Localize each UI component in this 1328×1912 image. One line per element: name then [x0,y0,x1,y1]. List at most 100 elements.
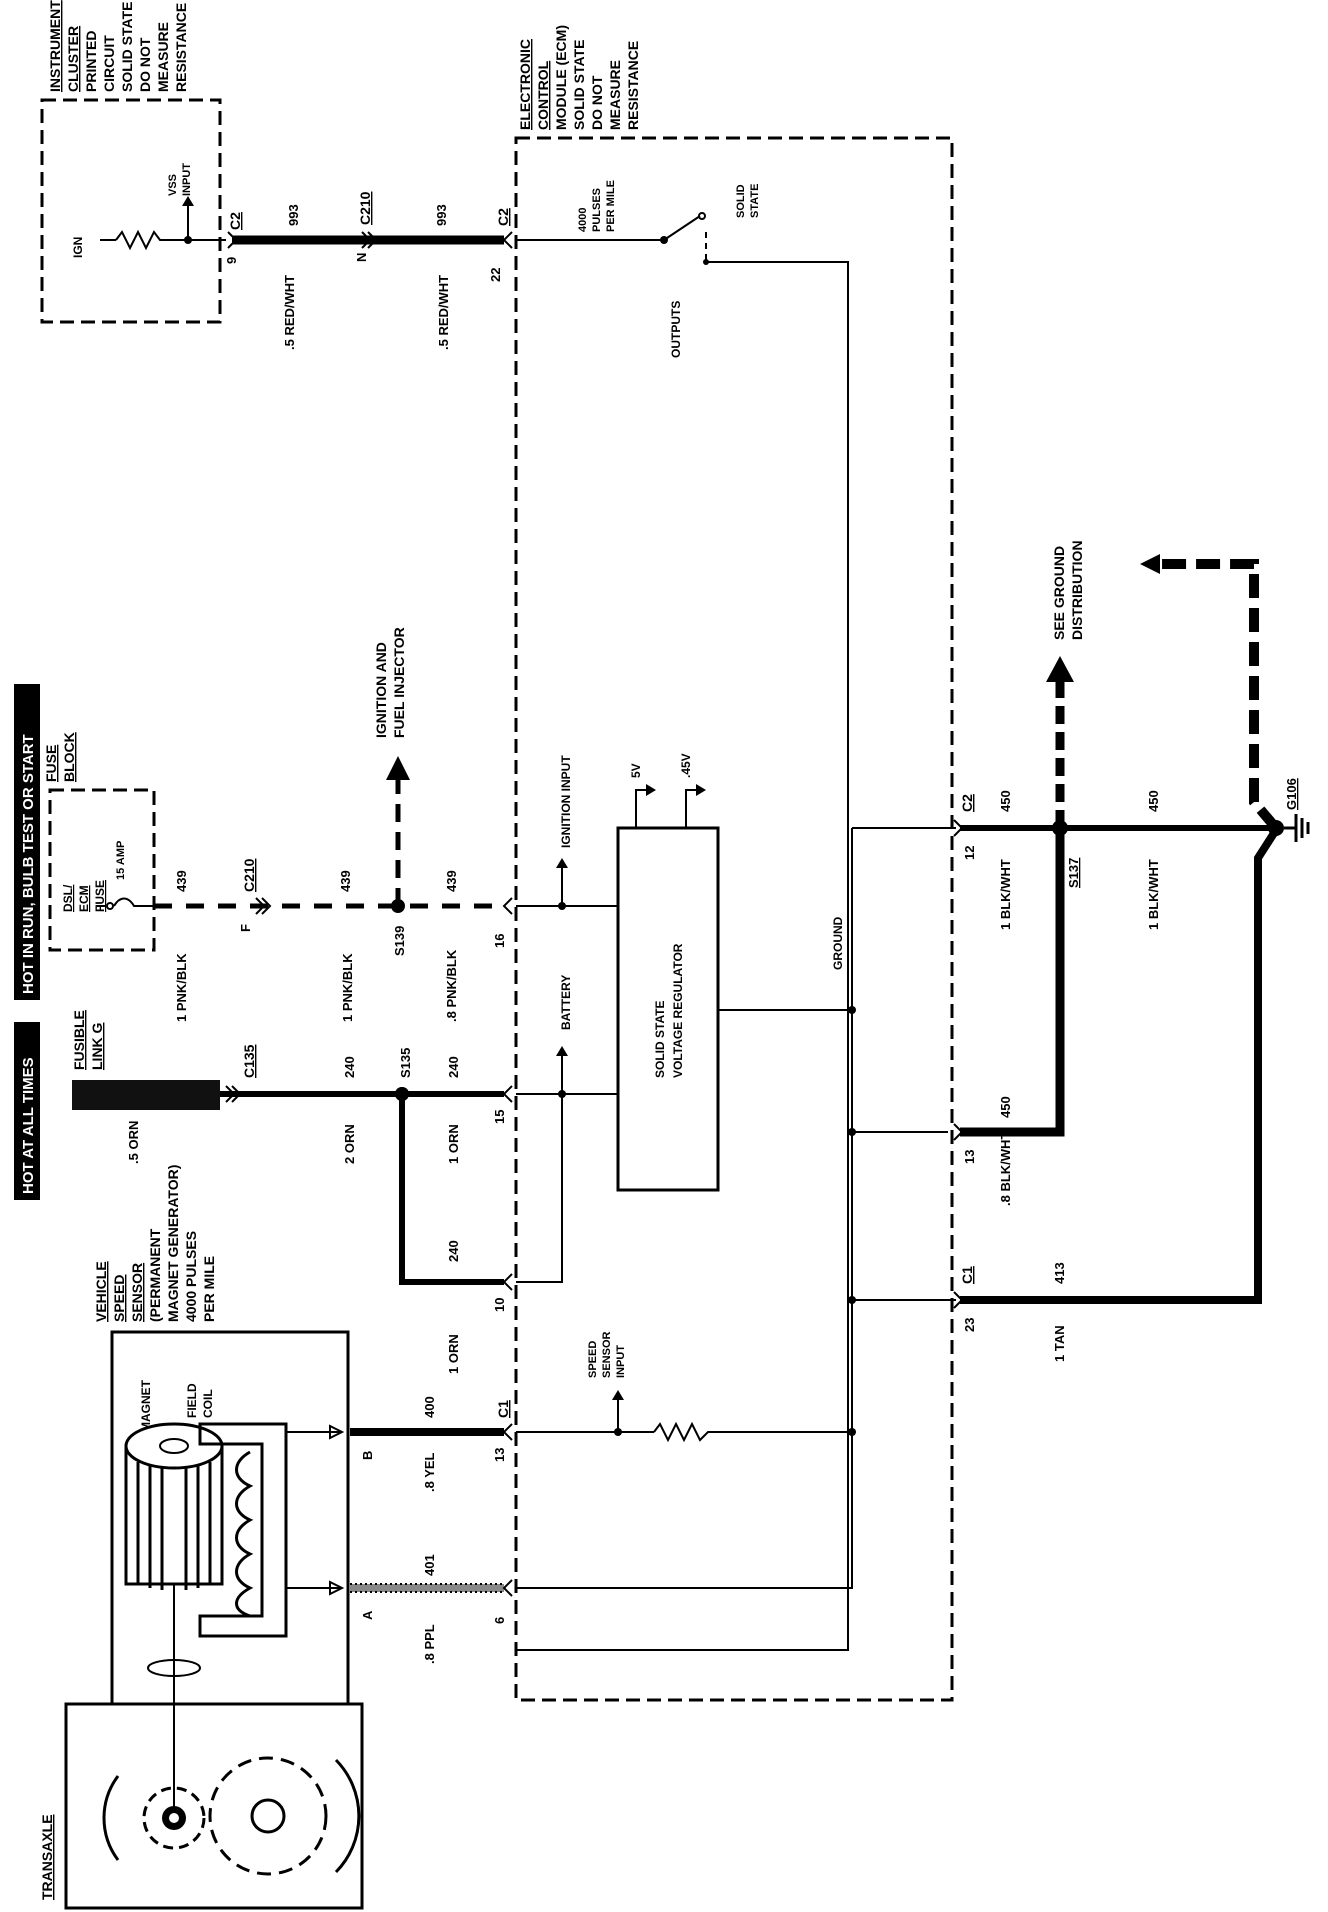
gear-icon [102,1756,361,1876]
svg-text:INPUT: INPUT [615,1345,627,1378]
ground-distribution-label: SEE GROUND DISTRIBUTION [1051,540,1085,640]
v45-label: .45V [679,753,693,778]
wire-pnk-blk-2: 1 PNK/BLK [340,953,355,1022]
svg-text:SEE GROUND: SEE GROUND [1051,546,1067,640]
wire-orn-5: .5 ORN [126,1121,141,1164]
pin-13b: 13 [962,1150,977,1164]
fuse-block-box [48,788,156,952]
pin-15: 15 [492,1110,507,1124]
ecm-fuse-label: DSL/ ECM FUSE [61,880,107,912]
svg-text:CIRCUIT: CIRCUIT [101,35,117,92]
wire-439-label-2: 439 [338,870,353,892]
magnet-label: MAGNET [139,1379,153,1432]
svg-text:CLUSTER: CLUSTER [65,26,81,92]
c210-top-label: C210 [357,191,373,225]
svg-text:FUSE: FUSE [93,880,107,912]
svg-text:MAGNET GENERATOR): MAGNET GENERATOR) [165,1165,181,1322]
wire-red-wht-2: .5 RED/WHT [436,275,451,350]
field-coil-icon [198,1422,288,1638]
svg-text:COIL: COIL [201,1389,215,1418]
wire-240-label-3: 240 [446,1240,461,1262]
svg-text:PRINTED: PRINTED [83,31,99,92]
svg-text:DSL/: DSL/ [61,884,75,912]
ecm-box [514,136,954,1702]
c1-bottom-label: C1 [495,1400,511,1418]
fuse-amp-label: 15 AMP [115,841,127,880]
c135-label: C135 [241,1044,257,1078]
svg-text:PULSES: PULSES [591,188,603,232]
svg-text:IGNITION AND: IGNITION AND [373,642,389,738]
wire-240-label-2: 240 [446,1056,461,1078]
voltage-regulator-box [616,826,720,1192]
s137-label: S137 [1066,858,1081,888]
svg-text:FUSIBLE: FUSIBLE [71,1010,87,1070]
wire-orn-2: 2 ORN [342,1124,357,1164]
magnet-drum-icon [124,1422,224,1816]
wire-240-label-1: 240 [342,1056,357,1078]
svg-text:VOLTAGE REGULATOR: VOLTAGE REGULATOR [671,943,685,1078]
wire-ppl-label: .8 PPL [422,1624,437,1664]
wire-orn-1b: 1 ORN [446,1334,461,1374]
vss-input-arrow [182,196,194,206]
pin-6: 6 [492,1617,507,1624]
svg-text:LINK G: LINK G [89,1022,105,1070]
c210-mid-label: C210 [241,858,257,892]
wire-pnk-blk-3: .8 PNK/BLK [444,949,459,1022]
svg-text:VEHICLE: VEHICLE [93,1261,109,1322]
svg-text:MEASURE: MEASURE [155,22,171,92]
svg-text:SOLID: SOLID [735,184,747,218]
c2-ecm-top-label: C2 [495,208,511,226]
svg-text:PER MILE: PER MILE [201,1256,217,1322]
svg-text:BLOCK: BLOCK [61,732,77,782]
svg-text:HOT AT ALL TIMES: HOT AT ALL TIMES [20,1057,37,1194]
svg-text:FUSE: FUSE [43,745,59,782]
connector-chevrons [225,231,964,1597]
s139-label: S139 [392,926,407,956]
wire-tan-label: 1 TAN [1052,1325,1067,1362]
svg-text:CONTROL: CONTROL [535,60,551,130]
c2-right-label: C2 [959,794,975,812]
wire-blk-wht-1: 1 BLK/WHT [998,859,1013,930]
wire-blk-wht-3: .8 BLK/WHT [998,1132,1013,1206]
g106-label: G106 [1284,778,1299,810]
cluster-resistor [115,229,188,251]
fusible-link [72,1080,220,1110]
solid-state-label: SOLID STATE [735,184,761,218]
pin-12: 12 [962,846,977,860]
wire-993-label-2: 993 [434,204,449,226]
wire-439-label-1: 439 [174,870,189,892]
wire-439-label-3: 439 [444,870,459,892]
ground-label: GROUND [831,916,845,970]
battery-label: BATTERY [559,975,573,1030]
instrument-cluster-box [40,98,222,324]
wire-red-wht-1: .5 RED/WHT [282,275,297,350]
svg-text:DO NOT: DO NOT [589,75,605,130]
wire-413-label: 413 [1052,1262,1067,1284]
svg-text:SOLID STATE: SOLID STATE [571,40,587,130]
pin-13a: 13 [492,1448,507,1462]
svg-text:4000 PULSES: 4000 PULSES [183,1231,199,1322]
cluster-title: INSTRUMENT CLUSTER PRINTED CIRCUIT SOLID… [47,0,189,92]
v5-label: 5V [629,763,643,778]
wire-blk-wht-2: 1 BLK/WHT [1146,859,1161,930]
ground-distribution-arrow [1046,656,1074,682]
svg-text:INPUT: INPUT [181,163,193,196]
svg-text:FIELD: FIELD [185,1383,199,1418]
ecm-input-resistor [653,1421,852,1443]
transaxle-label: TRANSAXLE [39,1814,55,1900]
pin-16: 16 [492,934,507,948]
svg-text:MEASURE: MEASURE [607,60,623,130]
vss-input-label: VSS INPUT [167,163,193,196]
svg-text:PER MILE: PER MILE [605,180,617,232]
ignition-injector-label: IGNITION AND FUEL INJECTOR [373,627,407,738]
ground-symbol-icon [1284,814,1310,842]
pin-10: 10 [492,1298,507,1312]
pin-B: B [360,1451,375,1460]
solid-state-switch [663,215,701,241]
c1-right-label: C1 [959,1266,975,1284]
pin-A: A [360,1610,375,1620]
svg-text:SENSOR: SENSOR [129,1263,145,1322]
pin-F: F [238,924,253,932]
svg-text:SOLID STATE: SOLID STATE [119,2,135,92]
